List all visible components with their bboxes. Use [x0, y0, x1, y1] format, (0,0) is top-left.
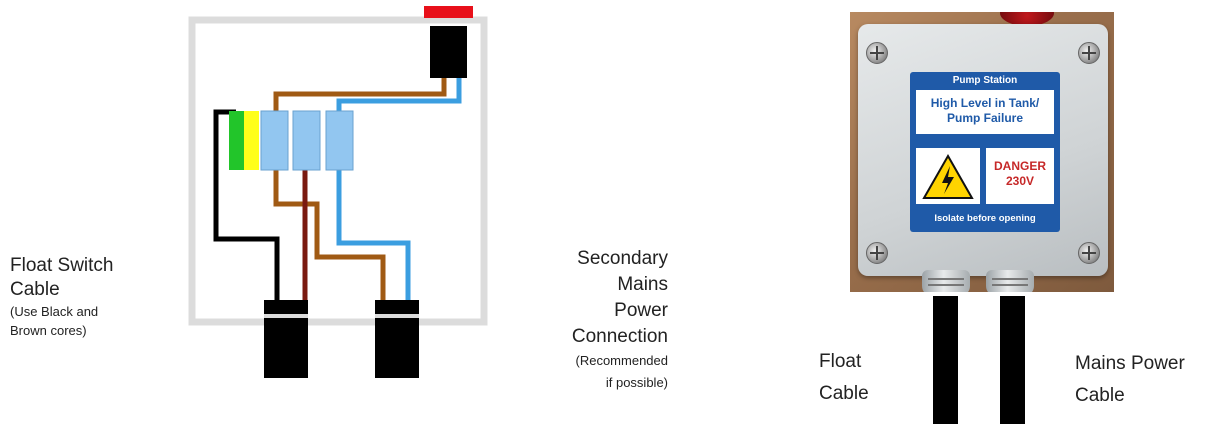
float-switch-title: Float Switch Cable — [10, 255, 114, 300]
float-switch-note: (Use Black and Brown cores) — [10, 304, 99, 338]
beacon-cap — [1000, 12, 1054, 26]
sticker-message: High Level in Tank/ Pump Failure — [916, 90, 1054, 134]
indicator-light-body — [430, 26, 467, 78]
earth-terminal-green — [229, 111, 244, 170]
electric-hazard-icon — [916, 148, 980, 204]
sticker-heading: Pump Station — [952, 75, 1018, 86]
screw-icon — [866, 242, 888, 264]
sticker-footer: Isolate before opening — [934, 213, 1036, 224]
secondary-mains-label: Secondary Mains Power Connection (Recomm… — [520, 246, 668, 394]
float-switch-label: Float Switch Cable (Use Black and Brown … — [10, 254, 170, 340]
terminal-2 — [292, 110, 321, 171]
screw-icon — [1078, 42, 1100, 64]
junction-box-photo: Pump Station High Level in Tank/ Pump Fa… — [850, 12, 1114, 292]
brown-wire-indicator — [273, 78, 447, 302]
float-cable-label: Float Cable — [819, 351, 869, 404]
terminal-3 — [325, 110, 354, 171]
terminal-1 — [260, 110, 289, 171]
mains-cable-photo — [1000, 296, 1025, 424]
earth-terminal-yellow — [244, 111, 259, 170]
mains-cable-gland-photo — [986, 270, 1034, 292]
float-cable-gland-photo — [922, 270, 970, 292]
screw-icon — [866, 42, 888, 64]
float-cable-photo — [933, 296, 958, 424]
secondary-mains-note: (Recommended if possible) — [575, 353, 669, 390]
junction-box: Pump Station High Level in Tank/ Pump Fa… — [858, 24, 1108, 276]
secondary-mains-title: Secondary Mains Power Connection — [571, 248, 668, 347]
mains-cable-gland — [375, 300, 419, 378]
warning-sticker: Pump Station High Level in Tank/ Pump Fa… — [910, 72, 1060, 232]
screw-icon — [1078, 242, 1100, 264]
float-cable-gland — [264, 300, 308, 378]
enclosure-outline — [188, 16, 488, 326]
wiring-diagram — [188, 6, 488, 378]
black-wire — [213, 109, 280, 302]
indicator-light-cap — [424, 6, 473, 18]
danger-voltage-text: DANGER 230V — [986, 148, 1054, 204]
blue-wire — [336, 78, 462, 302]
mains-cable-label: Mains Power Cable — [1075, 353, 1185, 406]
